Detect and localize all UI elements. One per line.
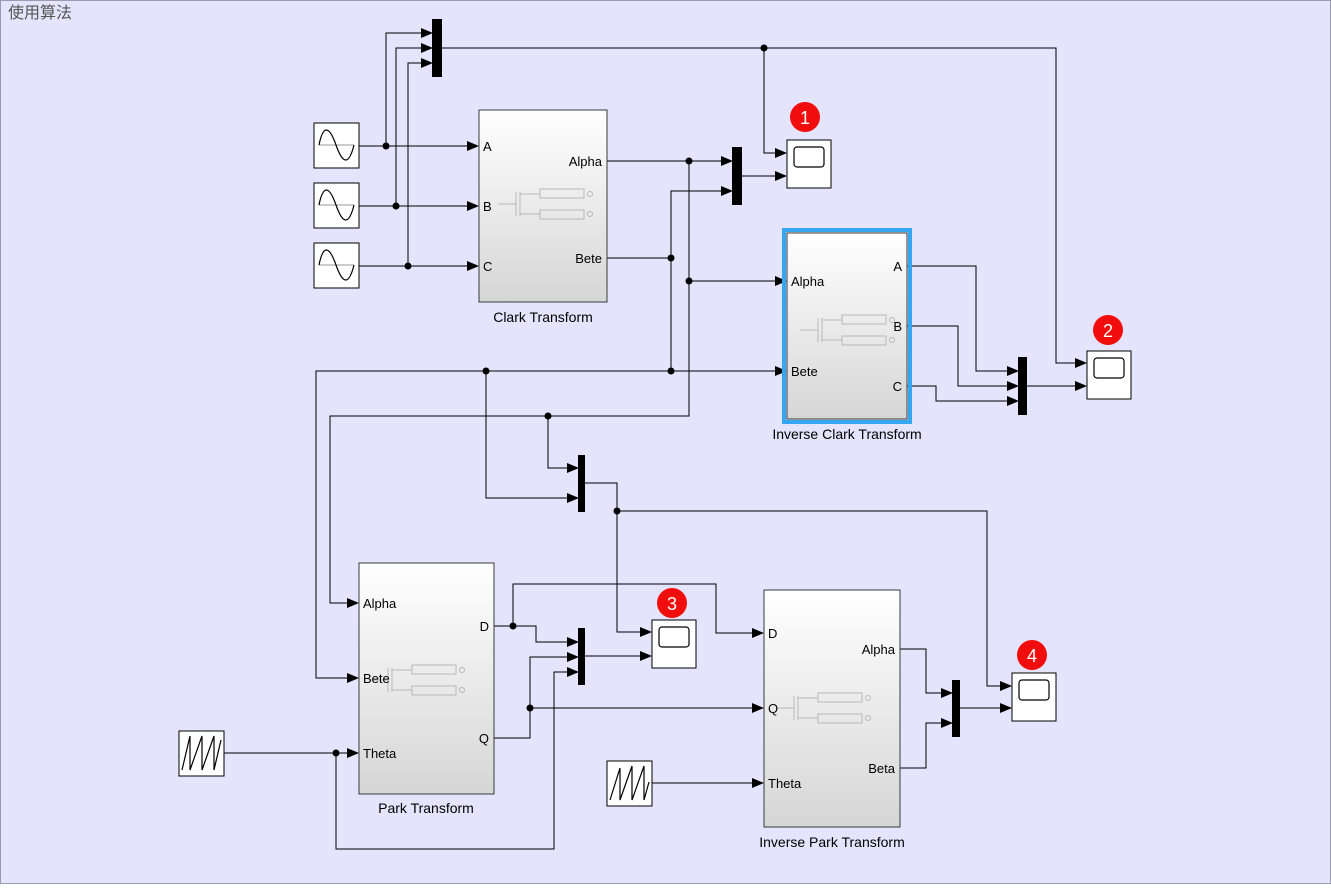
clark-port-a: A (483, 139, 492, 154)
park-port-theta: Theta (363, 746, 397, 761)
scope-badge-number: 1 (800, 108, 810, 128)
inverse-clark-port-c: C (893, 379, 902, 394)
inverse-park-port-q: Q (768, 701, 778, 716)
ramp-source-inverse-park[interactable] (606, 760, 653, 807)
sawtooth-icon (609, 765, 650, 801)
scope-icon (793, 146, 825, 168)
park-port-alpha: Alpha (363, 596, 397, 611)
mux-scope-2[interactable] (1018, 357, 1027, 415)
ramp-source-park[interactable] (178, 730, 225, 777)
scope-icon (1093, 357, 1125, 379)
mux-top[interactable] (432, 19, 442, 77)
clark-transform-block[interactable]: A B C Alpha Bete Clark Transform (478, 109, 608, 325)
clark-port-b: B (483, 199, 492, 214)
clark-port-alpha: Alpha (569, 154, 603, 169)
scope-badge-3 (657, 588, 687, 618)
clark-transform-label: Clark Transform (493, 309, 593, 325)
inverse-park-transform-label: Inverse Park Transform (759, 834, 905, 850)
scope-badge-number: 4 (1027, 646, 1037, 666)
scope-icon (1018, 679, 1050, 701)
park-port-q: Q (479, 731, 489, 746)
sine-wave-source-2[interactable] (313, 182, 360, 229)
sawtooth-icon (181, 735, 222, 771)
junction-dots (332, 44, 768, 757)
scope-1[interactable]: 1 (786, 102, 832, 189)
scope-4[interactable]: 4 (1011, 640, 1057, 722)
park-port-d: D (480, 619, 489, 634)
inverse-clark-port-alpha: Alpha (791, 274, 825, 289)
sine-wave-icon (318, 189, 355, 221)
sine-wave-source-3[interactable] (313, 242, 360, 289)
selection-highlight (782, 228, 912, 424)
clark-port-c: C (483, 259, 492, 274)
inverse-clark-transform-block[interactable]: Alpha Bete A B C Inverse Clark Transform (772, 228, 922, 442)
inverse-park-port-alpha: Alpha (862, 642, 896, 657)
inverse-park-transform-block[interactable]: D Q Theta Alpha Beta Inverse Park Transf… (759, 589, 905, 850)
scope-badge-number: 3 (667, 594, 677, 614)
inverse-park-port-theta: Theta (768, 776, 802, 791)
signal-lines (224, 28, 1087, 850)
inverse-clark-port-b: B (893, 319, 902, 334)
inverse-clark-transform-label: Inverse Clark Transform (772, 426, 921, 442)
park-transform-label: Park Transform (378, 800, 474, 816)
scope-icon (658, 626, 690, 648)
sine-wave-source-1[interactable] (313, 122, 360, 169)
inverse-clark-port-a: A (893, 259, 902, 274)
sine-wave-icon (318, 129, 355, 161)
sine-wave-icon (318, 249, 355, 281)
park-port-bete: Bete (363, 671, 390, 686)
mux-scope-4[interactable] (952, 680, 960, 737)
clark-port-bete: Bete (575, 251, 602, 266)
inverse-clark-port-bete: Bete (791, 364, 818, 379)
park-transform-block[interactable]: Alpha Bete Theta D Q Park Transform (358, 562, 495, 816)
mux-scope-1[interactable] (732, 147, 742, 205)
scope-badge-number: 2 (1103, 321, 1113, 341)
inverse-park-port-beta: Beta (868, 761, 896, 776)
mux-middle[interactable] (578, 455, 585, 512)
scope-badge-1 (790, 102, 820, 132)
inverse-park-port-d: D (768, 626, 777, 641)
canvas-title: 使用算法 (8, 3, 72, 22)
scope-badge-4 (1017, 640, 1047, 670)
mux-blocks (432, 19, 1027, 737)
scope-2[interactable]: 2 (1086, 315, 1132, 400)
mux-scope-3[interactable] (578, 628, 585, 685)
scope-badge-2 (1093, 315, 1123, 345)
scope-3[interactable]: 3 (651, 588, 697, 669)
